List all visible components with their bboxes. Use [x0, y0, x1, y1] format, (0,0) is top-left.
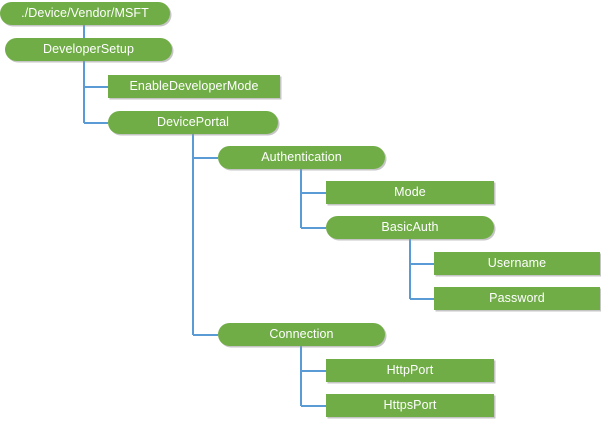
tree-node-basicauth[interactable]: BasicAuth — [326, 216, 494, 239]
tree-node-username[interactable]: Username — [434, 252, 600, 275]
tree-node-label: Password — [489, 291, 545, 306]
tree-node-connection[interactable]: Connection — [218, 323, 385, 346]
tree-node-label: Authentication — [261, 150, 342, 165]
tree-node-authentication[interactable]: Authentication — [218, 146, 385, 169]
tree-node-label: DevicePortal — [156, 115, 230, 130]
tree-node-label: Mode — [394, 185, 426, 200]
tree-node-label: HttpPort — [386, 363, 434, 378]
tree-node-enabledevelopermode[interactable]: EnableDeveloperMode — [108, 75, 280, 98]
tree-node-httpport[interactable]: HttpPort — [326, 359, 494, 382]
tree-node-label: ./Device/Vendor/MSFT — [21, 6, 149, 21]
tree-node-label: HttpsPort — [383, 398, 437, 413]
tree-node-mode[interactable]: Mode — [326, 181, 494, 204]
tree-node-label: DeveloperSetup — [42, 42, 135, 57]
tree-node-httpsport[interactable]: HttpsPort — [326, 394, 494, 417]
tree-node-label: Connection — [269, 327, 334, 342]
tree-node-developersetup[interactable]: DeveloperSetup — [5, 38, 172, 61]
tree-node-label: Username — [487, 256, 547, 271]
tree-node-deviceportal[interactable]: DevicePortal — [108, 111, 278, 134]
tree-node-password[interactable]: Password — [434, 287, 600, 310]
tree-node-label: EnableDeveloperMode — [129, 79, 259, 94]
tree-node-label: BasicAuth — [381, 220, 439, 235]
tree-node-root[interactable]: ./Device/Vendor/MSFT — [0, 2, 170, 25]
